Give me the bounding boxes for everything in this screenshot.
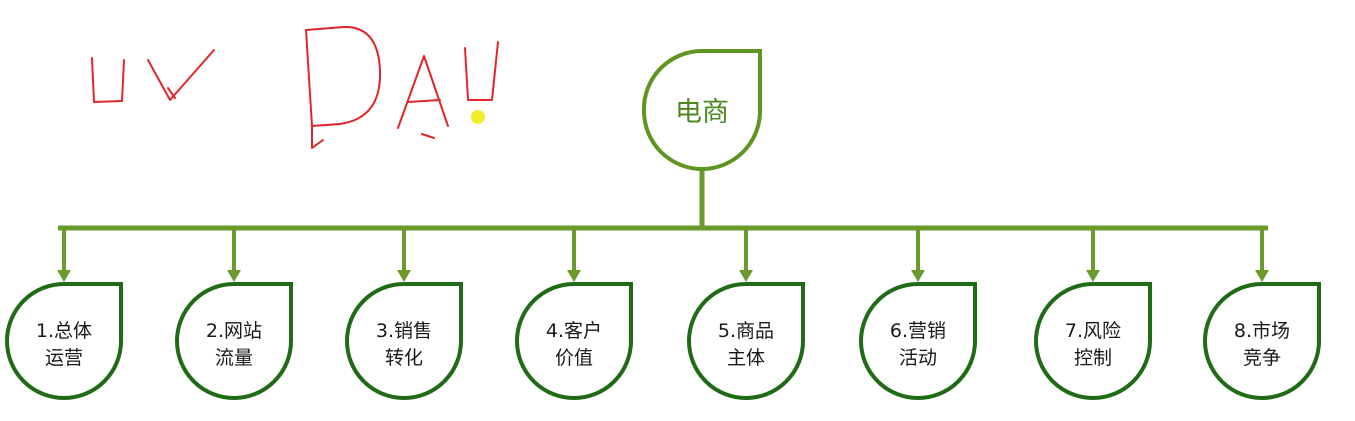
child-node-label-line1-1: 1.总体 bbox=[36, 320, 92, 342]
child-node-label-line1-3: 3.销售 bbox=[376, 320, 432, 342]
scribble-a-mark bbox=[421, 133, 435, 139]
scribble-a-bar bbox=[407, 99, 441, 103]
child-node-label-line2-1: 运营 bbox=[45, 347, 83, 369]
child-node-shape-5 bbox=[686, 282, 805, 401]
child-node-shape-1 bbox=[4, 282, 123, 401]
scribble-v-tick bbox=[167, 87, 176, 99]
scribble-v bbox=[147, 49, 215, 101]
arrow-head-4 bbox=[567, 270, 581, 282]
child-node-shape-2 bbox=[174, 282, 293, 401]
child-node-label-line2-2: 流量 bbox=[215, 347, 253, 369]
child-node-label-line2-6: 活动 bbox=[899, 347, 937, 369]
scribble-a bbox=[397, 55, 449, 129]
arrow-head-6 bbox=[911, 270, 925, 282]
child-node-label-line1-6: 6.营销 bbox=[890, 320, 946, 342]
root-node-shape bbox=[641, 49, 762, 172]
child-node-shape-3 bbox=[344, 282, 463, 401]
arrow-head-2 bbox=[227, 270, 241, 282]
root-node-label: 电商 bbox=[675, 97, 729, 128]
arrow-head-7 bbox=[1086, 270, 1100, 282]
connector-lines bbox=[58, 168, 1268, 231]
child-node-label-line1-4: 4.客户 bbox=[546, 320, 602, 342]
child-node-label-line1-5: 5.商品 bbox=[718, 320, 774, 342]
handwritten-annotation bbox=[91, 25, 499, 149]
arrow-head-1 bbox=[57, 270, 71, 282]
child-node-label-line1-7: 7.风险 bbox=[1065, 320, 1121, 342]
child-node-label-line2-7: 控制 bbox=[1074, 347, 1112, 369]
child-node-label-line1-2: 2.网站 bbox=[206, 320, 262, 342]
scribble-d bbox=[305, 25, 382, 127]
child-node-label-line2-8: 竞争 bbox=[1243, 347, 1281, 369]
highlight-dot bbox=[471, 110, 485, 124]
child-node-shape-8 bbox=[1202, 282, 1321, 401]
scribble-u-1 bbox=[91, 57, 125, 103]
child-node-label-line2-4: 价值 bbox=[555, 347, 593, 369]
child-node-shape-6 bbox=[858, 282, 977, 401]
root-node: 电商 bbox=[641, 49, 762, 172]
child-node-label-line1-8: 8.市场 bbox=[1234, 320, 1290, 342]
scribble-u-2 bbox=[464, 41, 499, 101]
arrow-head-8 bbox=[1255, 270, 1269, 282]
child-node-shape-7 bbox=[1033, 282, 1152, 401]
arrow-head-5 bbox=[739, 270, 753, 282]
child-node-shape-4 bbox=[514, 282, 633, 401]
scribble-d-tail bbox=[311, 125, 324, 149]
arrow-head-3 bbox=[397, 270, 411, 282]
child-node-label-line2-5: 主体 bbox=[727, 347, 765, 369]
child-node-label-line2-3: 转化 bbox=[385, 347, 423, 369]
